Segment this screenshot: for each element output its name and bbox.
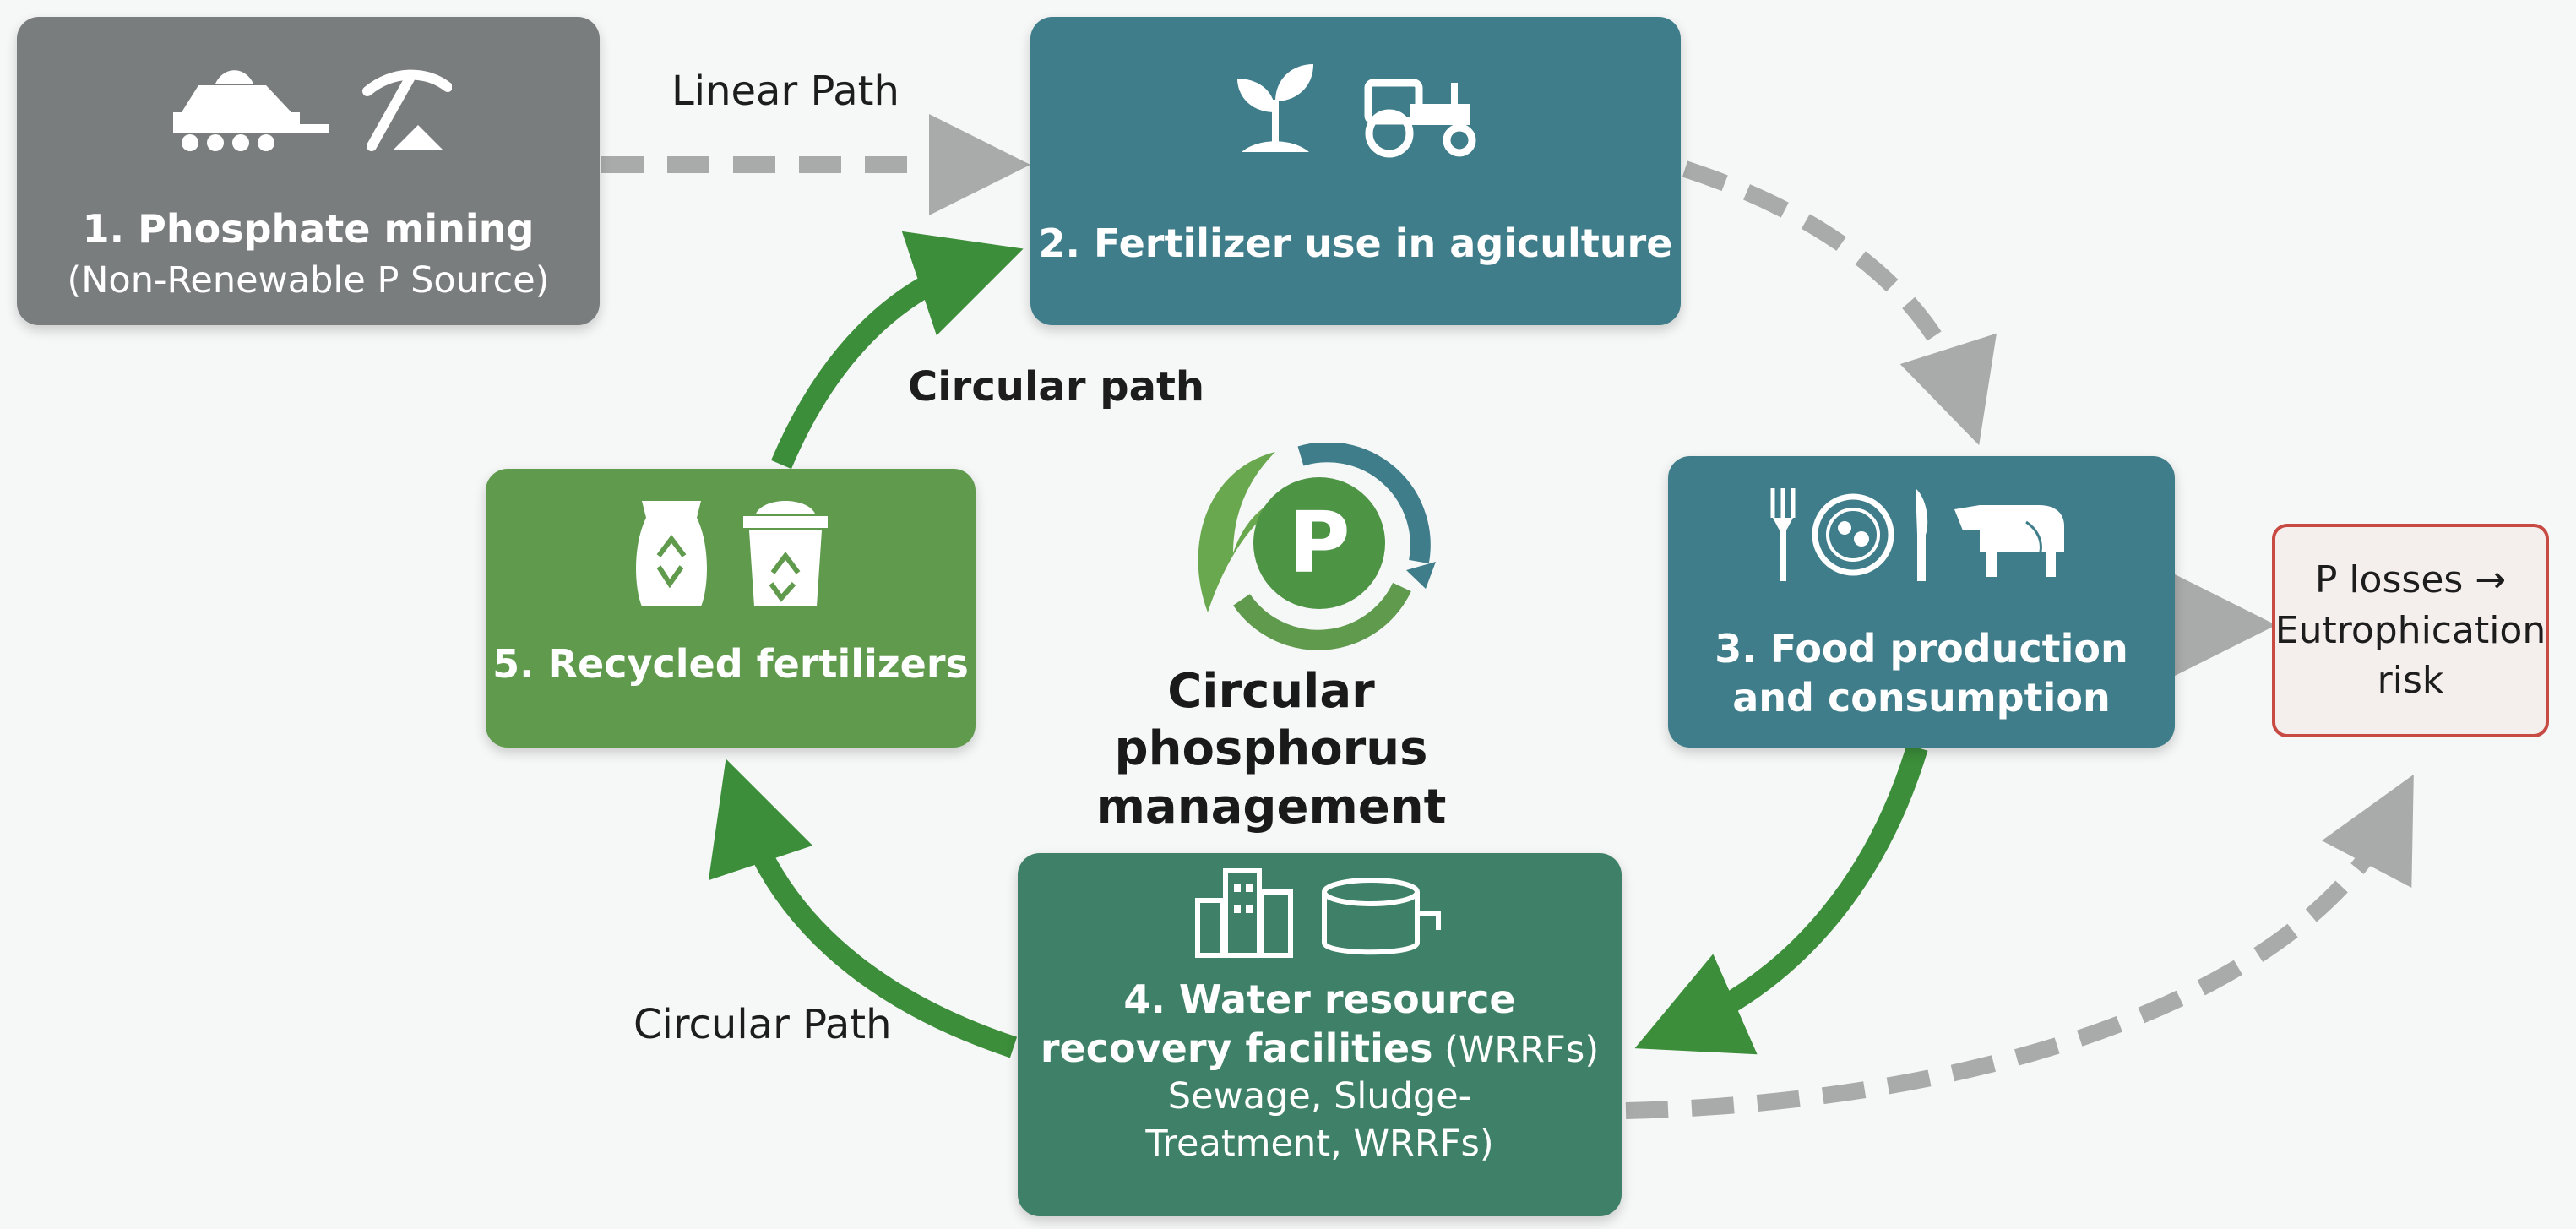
center-title-line2: management [1095, 779, 1447, 835]
wrrf-abbreviation: (WRRFs) [1432, 1028, 1600, 1071]
plate-icon [1811, 492, 1895, 580]
wrrf-title-line1: 4. Water resource [1123, 976, 1516, 1022]
recycle-sack-icon [629, 492, 714, 614]
food-production-title-line1: 3. Food production [1715, 626, 2128, 672]
wrrf-detail-line2: Treatment, WRRFs) [1145, 1123, 1494, 1166]
p-losses-line2: Eutrophication [2274, 608, 2546, 652]
circular-path-label-bottom: Circular Path [633, 1001, 892, 1048]
knife-icon [1910, 484, 1931, 589]
center-title: Circular phosphorus management [1035, 663, 1508, 836]
buildings-icon [1193, 867, 1295, 963]
food-to-wrrf-arrow [1634, 744, 1928, 1055]
p-losses-box: P losses → Eutrophication risk [2272, 524, 2549, 737]
circular-phosphorus-logo: P [1198, 443, 1436, 650]
cow-icon [1946, 484, 2073, 589]
wrrf-title-line2: recovery facilities [1040, 1025, 1433, 1071]
pickaxe-icon [359, 62, 453, 158]
wrrf-detail-line1: Sewage, Sludge- [1167, 1075, 1472, 1118]
treatment-tank-icon [1320, 867, 1447, 963]
food-production-title-line2: and consumption [1732, 674, 2111, 721]
p-losses-line3: risk [2377, 659, 2444, 703]
wrrf-box: 4. Water resource recovery facilities (W… [1018, 853, 1622, 1216]
tractor-icon [1351, 57, 1486, 162]
circular-path-label-top: Circular path [908, 363, 1205, 411]
phosphate-mining-subtitle: (Non-Renewable P Source) [67, 258, 550, 302]
fork-icon [1770, 484, 1796, 589]
wrrf-title-line2-row: recovery facilities (WRRFs) [1041, 1025, 1599, 1074]
recycled-to-fertilizer-arrow [771, 231, 1024, 470]
logo-letter-p: P [1288, 493, 1350, 592]
mining-machine-icon [165, 62, 334, 158]
phosphate-mining-title: 1. Phosphate mining [82, 206, 535, 252]
linear-path-label: Linear Path [671, 68, 899, 115]
center-title-line1: Circular phosphorus [1114, 664, 1428, 777]
wrrf-to-recycled-arrow [708, 759, 1018, 1058]
recycled-fertilizers-box: 5. Recycled fertilizers [486, 469, 976, 748]
plant-seedling-icon [1225, 57, 1326, 162]
p-losses-line1: P losses → [2314, 558, 2507, 602]
wrrf-to-losses-arrow [1625, 774, 2414, 1119]
fertilizer-to-food-arrow [1682, 160, 1997, 446]
food-production-box: 3. Food production and consumption [1668, 456, 2175, 748]
recycle-bin-icon [739, 492, 832, 614]
fertilizer-use-title: 2. Fertilizer use in agiculture [1038, 220, 1673, 266]
recycled-fertilizers-title: 5. Recycled fertilizers [492, 641, 969, 687]
fertilizer-use-box: 2. Fertilizer use in agiculture [1030, 17, 1681, 325]
phosphate-mining-box: 1. Phosphate mining (Non-Renewable P Sou… [17, 17, 600, 325]
